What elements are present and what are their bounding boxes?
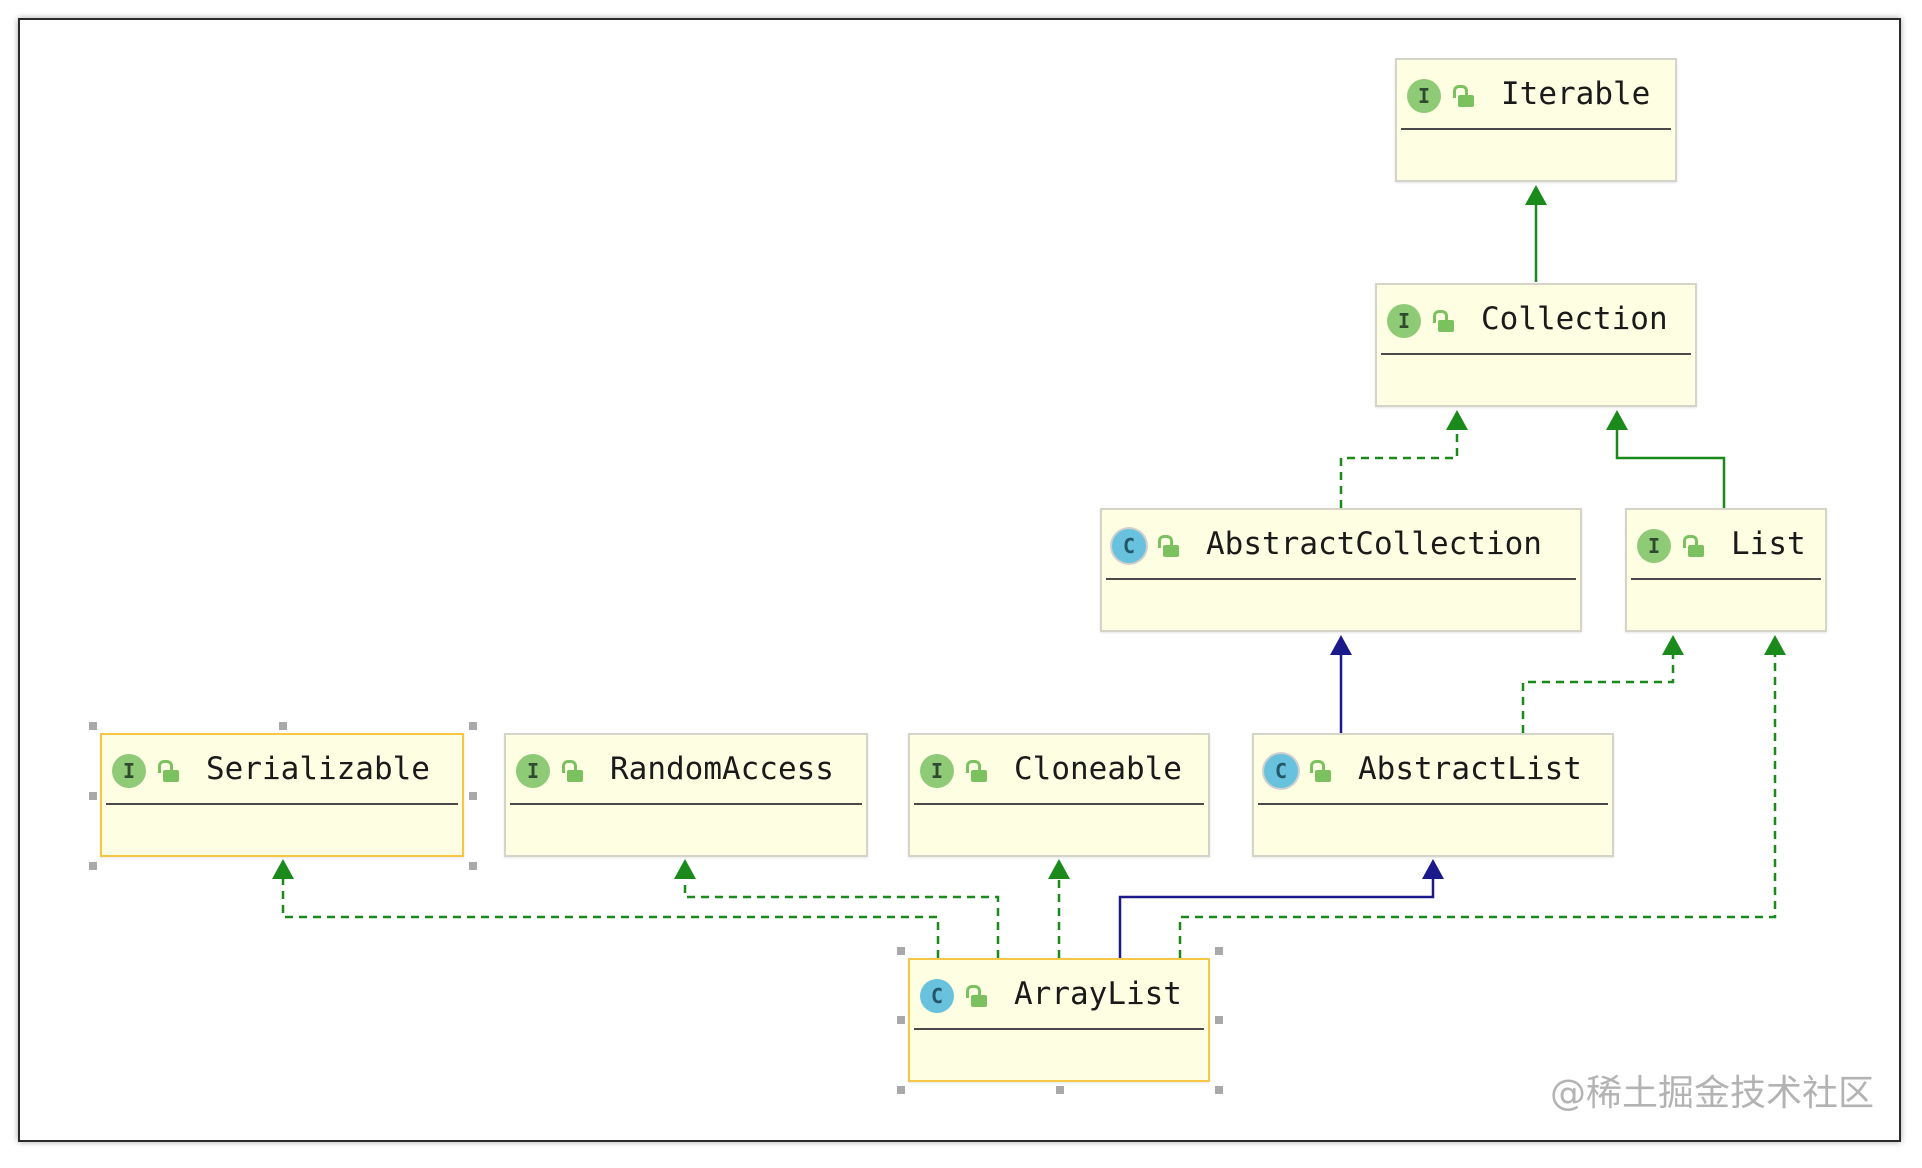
public-visibility-icon [1158, 535, 1180, 559]
interface-icon: I [1387, 304, 1421, 338]
public-visibility-icon [966, 985, 988, 1009]
interface-icon: I [1407, 79, 1441, 113]
watermark: @稀土掘金技术社区 [1549, 1073, 1874, 1114]
member-divider [1381, 353, 1691, 355]
resize-handle[interactable] [1056, 1086, 1064, 1094]
member-divider [1258, 803, 1608, 805]
class-node-arraylist[interactable]: C ArrayList [908, 958, 1210, 1082]
interface-icon: I [1637, 529, 1671, 563]
member-divider [914, 803, 1204, 805]
public-visibility-icon [1433, 310, 1455, 334]
class-name: Collection [1481, 301, 1668, 337]
edge-abstractcollection-collection [1339, 410, 1468, 508]
edge-arraylist-cloneable [1048, 859, 1070, 958]
class-name: ArrayList [1014, 976, 1182, 1012]
class-name: Serializable [206, 751, 430, 787]
resize-handle[interactable] [89, 722, 97, 730]
class-node-abstract-collection[interactable]: C AbstractCollection [1100, 508, 1582, 632]
resize-handle[interactable] [1215, 1016, 1223, 1024]
class-node-list[interactable]: I List [1625, 508, 1827, 632]
member-divider [510, 803, 862, 805]
abstract-class-icon: C [1264, 754, 1298, 788]
resize-handle[interactable] [469, 792, 477, 800]
diagram-canvas [18, 18, 1901, 1142]
resize-handle[interactable] [897, 1016, 905, 1024]
resize-handle[interactable] [89, 862, 97, 870]
class-node-cloneable[interactable]: I Cloneable [908, 733, 1210, 857]
public-visibility-icon [966, 760, 988, 784]
edge-abstractlist-list [1521, 635, 1684, 733]
edge-list-collection [1606, 410, 1726, 508]
resize-handle[interactable] [897, 947, 905, 955]
resize-handle[interactable] [1215, 1086, 1223, 1094]
edge-arraylist-list [1178, 635, 1786, 958]
public-visibility-icon [1683, 535, 1705, 559]
member-divider [1631, 578, 1821, 580]
class-name: AbstractCollection [1206, 526, 1542, 562]
member-divider [1106, 578, 1576, 580]
resize-handle[interactable] [1215, 947, 1223, 955]
public-visibility-icon [1453, 85, 1475, 109]
abstract-class-icon: C [1112, 529, 1146, 563]
interface-icon: I [920, 754, 954, 788]
public-visibility-icon [158, 760, 180, 784]
class-node-serializable[interactable]: I Serializable [100, 733, 464, 857]
resize-handle[interactable] [279, 722, 287, 730]
member-divider [914, 1028, 1204, 1030]
edge-abstractlist-abstractcollection [1330, 635, 1352, 733]
resize-handle[interactable] [897, 1086, 905, 1094]
edge-arraylist-abstractlist [1118, 859, 1444, 958]
class-name: AbstractList [1358, 751, 1582, 787]
edge-arraylist-serializable [272, 859, 940, 958]
public-visibility-icon [1310, 760, 1332, 784]
class-node-random-access[interactable]: I RandomAccess [504, 733, 868, 857]
class-node-iterable[interactable]: I Iterable [1395, 58, 1677, 182]
public-visibility-icon [562, 760, 584, 784]
edge-collection-iterable [1525, 185, 1547, 282]
class-name: Cloneable [1014, 751, 1182, 787]
class-name: Iterable [1501, 76, 1651, 112]
member-divider [106, 803, 458, 805]
member-divider [1401, 128, 1671, 130]
class-icon: C [920, 979, 954, 1013]
interface-icon: I [516, 754, 550, 788]
resize-handle[interactable] [89, 792, 97, 800]
resize-handle[interactable] [469, 722, 477, 730]
edge-arraylist-randomaccess [674, 859, 1000, 958]
class-name: RandomAccess [610, 751, 834, 787]
class-node-collection[interactable]: I Collection [1375, 283, 1697, 407]
interface-icon: I [112, 754, 146, 788]
resize-handle[interactable] [469, 862, 477, 870]
class-node-abstract-list[interactable]: C AbstractList [1252, 733, 1614, 857]
class-name: List [1731, 526, 1806, 562]
